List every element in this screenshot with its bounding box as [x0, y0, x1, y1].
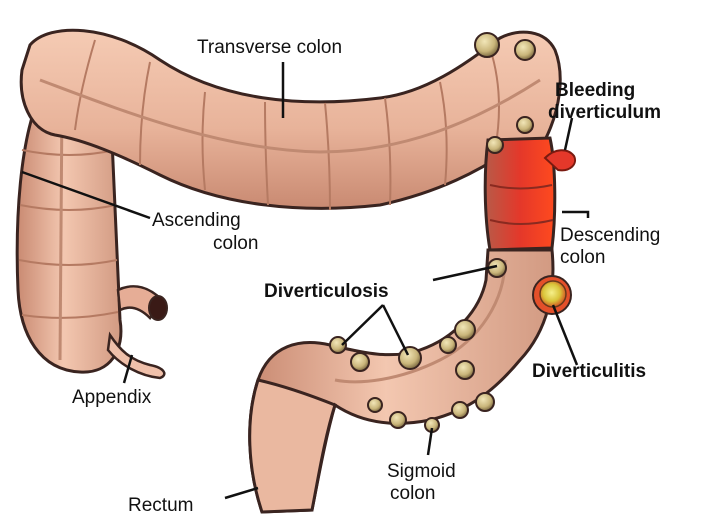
leader-rectum	[225, 488, 258, 498]
leader-diverticulosis-2	[342, 305, 383, 345]
label-rectum: Rectum	[128, 495, 193, 516]
ileum	[118, 286, 167, 320]
label-bleeding-line1: Bleeding	[555, 80, 635, 101]
label-appendix: Appendix	[72, 387, 152, 408]
label-descending-line1: Descending	[560, 225, 660, 246]
leader-diverticulosis-3	[383, 305, 408, 355]
label-diverticulitis: Diverticulitis	[532, 361, 646, 382]
label-sigmoid-line1: Sigmoid	[387, 461, 456, 482]
descending-colon	[485, 138, 555, 250]
leader-diverticulitis	[553, 305, 577, 365]
label-diverticulosis: Diverticulosis	[264, 281, 389, 302]
label-ascending-line2: colon	[213, 233, 258, 254]
inflamed-diverticulum	[533, 276, 571, 314]
label-bleeding-line2: diverticulum	[548, 102, 661, 123]
label-ascending-line1: Ascending	[152, 210, 241, 231]
label-transverse-colon: Transverse colon	[197, 37, 342, 58]
leader-descending	[562, 212, 588, 218]
rectum	[250, 380, 335, 512]
label-descending-line2: colon	[560, 247, 605, 268]
label-sigmoid-line2: colon	[390, 483, 435, 504]
